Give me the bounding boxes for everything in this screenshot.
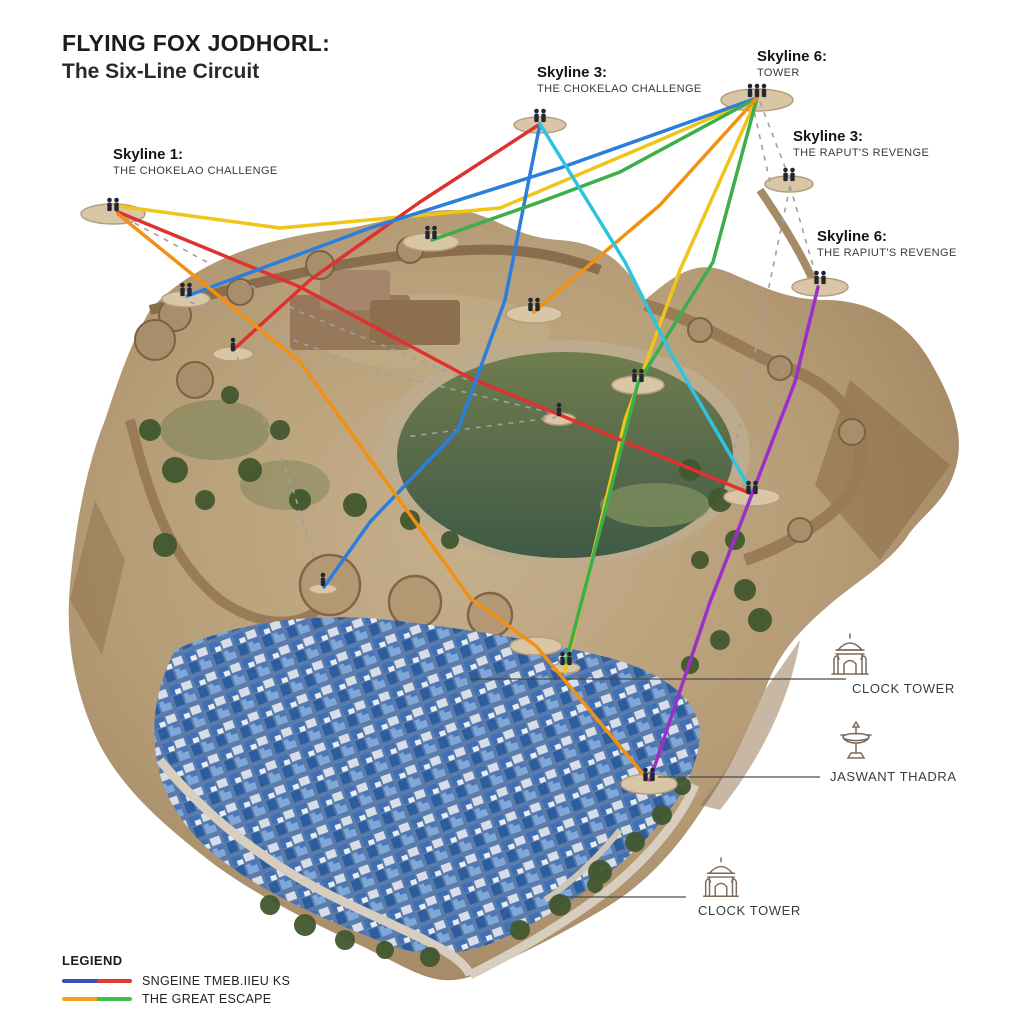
person-figure	[556, 402, 562, 417]
landmark-label-jaswant-thada: JASWANT THADRA	[830, 769, 957, 784]
person-figure	[534, 108, 539, 123]
landmark-label-clock-tower-lower: CLOCK TOWER	[698, 903, 801, 918]
skyline-3-top-heading: Skyline 3:	[537, 64, 608, 81]
skyline-6-tower-heading: Skyline 6:	[757, 48, 828, 65]
route-purple-right-to-city	[648, 285, 820, 782]
skyline-3-right-heading: Skyline 3:	[793, 128, 864, 145]
person-figure	[541, 108, 546, 123]
platform-people	[107, 83, 826, 782]
label-skyline-3-right: Skyline 3: THE RAPUT'S REVENGE	[793, 128, 929, 159]
dashed-guide-line	[124, 217, 469, 381]
legend-item-label: SNGEINE TMEB.IIEU KS	[142, 974, 291, 988]
zipline-platform	[791, 277, 849, 297]
route-blue-tower-to-left	[185, 96, 759, 298]
label-skyline-1: Skyline 1: THE CHOKELAO CHALLENGE	[113, 146, 278, 177]
person-figure	[761, 83, 767, 98]
landmark-callout-lines	[470, 678, 846, 898]
person-figure	[114, 197, 119, 212]
skyline-6-tower-sub: TOWER	[757, 67, 800, 79]
zipline-routes	[116, 96, 820, 782]
person-figure	[747, 83, 753, 98]
legend-heading: LEGIEND	[62, 953, 123, 968]
zipline-platform	[620, 773, 678, 795]
zipline-platform	[505, 304, 563, 324]
legend-item: THE GREAT ESCAPE	[62, 992, 271, 1006]
zipline-platform	[402, 232, 460, 252]
dashed-guide-line	[734, 185, 791, 449]
label-skyline-3-top: Skyline 3: THE CHOKELAO CHALLENGE	[537, 64, 702, 95]
zipline-platforms	[80, 88, 849, 795]
skyline-6-right-sub: THE RAPIUT'S REVENGE	[817, 247, 957, 259]
person-figure	[425, 225, 430, 240]
title-line2: The Six-Line Circuit	[62, 60, 260, 83]
person-figure	[814, 270, 819, 285]
skyline-1-sub: THE CHOKELAO CHALLENGE	[113, 165, 278, 177]
person-figure	[567, 651, 572, 666]
person-figure	[632, 368, 637, 383]
label-skyline-6-right: Skyline 6: THE RAPIUT'S REVENGE	[817, 228, 957, 259]
person-figure	[746, 480, 751, 495]
title-line1: FLYING FOX JODHORL:	[62, 30, 331, 56]
person-figure	[639, 368, 644, 383]
person-figure	[535, 297, 540, 312]
legend-item: SNGEINE TMEB.IIEU KS	[62, 974, 290, 988]
label-skyline-6-tower: Skyline 6: TOWER	[757, 48, 827, 79]
skyline-3-right-sub: THE RAPUT'S REVENGE	[793, 147, 930, 159]
dashed-guide-line	[751, 101, 771, 183]
route-blue-center-to-bastion	[322, 122, 542, 589]
person-figure	[230, 337, 236, 352]
skyline-3-top-sub: THE CHOKELAO CHALLENGE	[537, 83, 702, 95]
fort-hill-art	[68, 187, 959, 981]
person-figure	[432, 225, 437, 240]
dashed-guide-lines	[124, 101, 819, 584]
page-title: FLYING FOX JODHORL: The Six-Line Circuit	[62, 30, 330, 84]
zipline-platform	[161, 290, 211, 308]
dashed-guide-line	[759, 101, 791, 181]
legend-swatch	[62, 997, 132, 1001]
person-figure	[187, 282, 192, 297]
dashed-guide-line	[747, 289, 819, 453]
person-figure	[180, 282, 185, 297]
legend-item-label: THE GREAT ESCAPE	[142, 992, 272, 1006]
skyline-1-heading: Skyline 1:	[113, 146, 184, 163]
person-figure	[790, 167, 795, 182]
person-figure	[754, 83, 760, 98]
dashed-guide-line	[404, 416, 558, 438]
route-red-center-to-left	[231, 122, 542, 352]
gate-dome-icon	[703, 857, 739, 897]
person-figure	[821, 270, 826, 285]
person-figure	[528, 297, 533, 312]
landmark-label-clock-tower-upper: CLOCK TOWER	[852, 681, 955, 696]
route-yellow-left-to-tower	[116, 96, 759, 230]
person-figure	[650, 767, 655, 782]
person-figure	[107, 197, 112, 212]
legend-swatch	[62, 979, 132, 983]
person-figure	[783, 167, 788, 182]
gate-dome-icon	[831, 633, 869, 675]
route-red-left-to-wallhub	[116, 210, 754, 496]
chhatri-fountain-icon	[840, 720, 872, 759]
route-orange-left-to-city	[116, 212, 650, 782]
person-figure	[753, 480, 758, 495]
dashed-guide-line	[236, 356, 323, 584]
route-orange-tower-to-mid	[532, 96, 759, 314]
route-cyan-center-to-wallhub	[538, 122, 754, 494]
person-figure	[560, 651, 565, 666]
route-green-tower-to-city	[564, 96, 759, 664]
skyline-6-right-heading: Skyline 6:	[817, 228, 888, 245]
person-figure	[320, 572, 326, 587]
person-figure	[643, 767, 648, 782]
